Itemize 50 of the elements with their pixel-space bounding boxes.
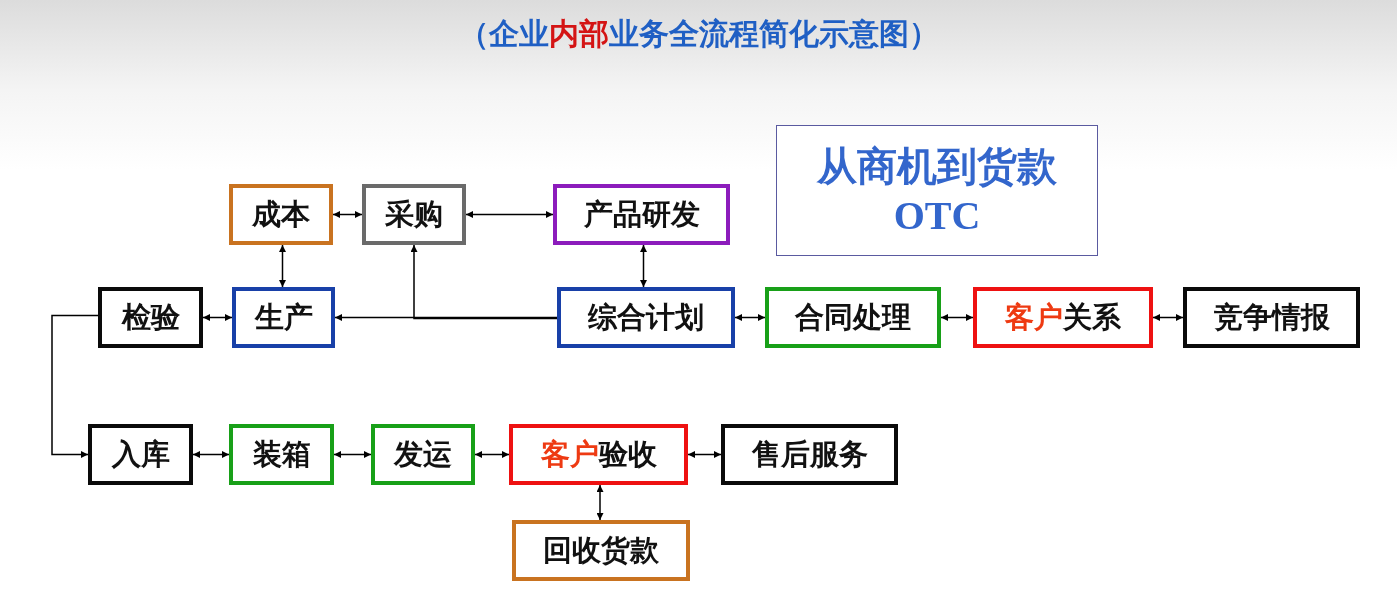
arrow xyxy=(51,314,99,458)
arrow xyxy=(940,314,974,321)
box-label: 成本 xyxy=(252,198,310,231)
process-box xyxy=(973,287,1153,348)
box-label: 竞争情报 xyxy=(1213,301,1330,334)
arrow xyxy=(332,211,363,218)
process-box xyxy=(557,287,735,348)
process-box xyxy=(362,184,466,245)
process-box xyxy=(553,184,730,245)
arrow xyxy=(687,451,722,458)
arrow xyxy=(734,314,766,321)
box-label: 生产 xyxy=(254,301,313,334)
arrow xyxy=(192,451,230,458)
arrow xyxy=(474,451,510,458)
arrow xyxy=(1152,314,1184,321)
arrow xyxy=(333,451,372,458)
panel-heading: 从商机到货款 xyxy=(817,143,1057,188)
box-label: 入库 xyxy=(111,438,170,471)
arrow xyxy=(334,314,558,321)
arrow xyxy=(279,244,286,288)
arrow xyxy=(640,244,647,288)
process-box xyxy=(229,184,333,245)
box-label: 客户关系 xyxy=(1005,301,1121,334)
box-label: 发运 xyxy=(394,438,452,471)
box-label: 产品研发 xyxy=(583,198,700,231)
process-box xyxy=(721,424,898,485)
process-box xyxy=(232,287,335,348)
process-box xyxy=(98,287,203,348)
process-box xyxy=(88,424,193,485)
title-panel xyxy=(776,125,1098,256)
arrow xyxy=(202,314,233,321)
box-label: 综合计划 xyxy=(588,301,704,334)
box-label: 采购 xyxy=(385,198,443,231)
arrow xyxy=(596,484,604,521)
panel-subheading: OTC xyxy=(893,193,981,238)
arrow xyxy=(410,244,558,320)
process-box xyxy=(509,424,688,485)
process-box xyxy=(765,287,941,348)
box-label: 售后服务 xyxy=(751,438,868,471)
subtitle: （企业内部业务全流程简化示意图） xyxy=(457,15,940,53)
process-box xyxy=(1183,287,1360,348)
box-label: 装箱 xyxy=(252,438,311,471)
process-box xyxy=(229,424,334,485)
box-label: 检验 xyxy=(121,301,180,334)
arrow xyxy=(465,211,554,218)
box-label: 客户验收 xyxy=(540,438,657,471)
process-box xyxy=(371,424,475,485)
box-label: 合同处理 xyxy=(795,301,911,334)
box-label: 回收货款 xyxy=(543,534,659,567)
process-box xyxy=(512,520,690,581)
